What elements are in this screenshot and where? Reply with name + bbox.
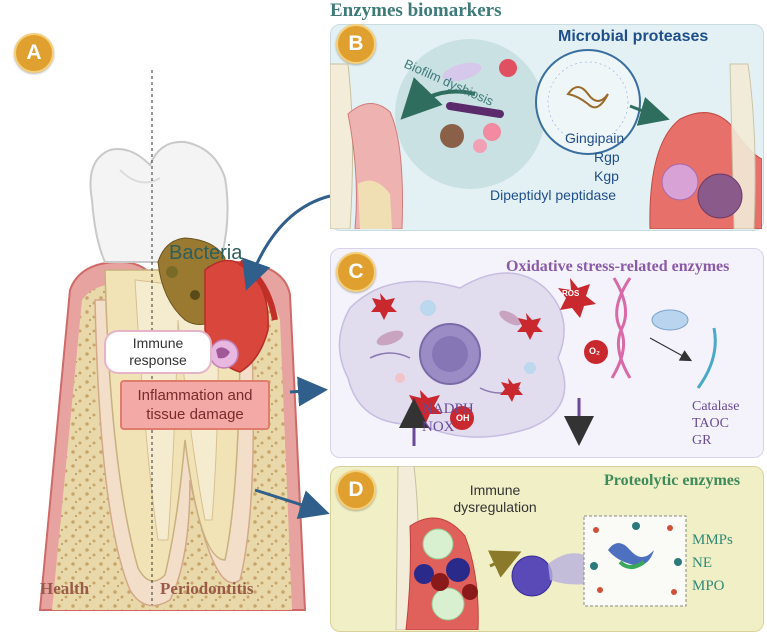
hydroxyl-label: OH	[456, 413, 470, 423]
diagram-header: Enzymes biomarkers	[330, 0, 502, 21]
ros-label: ROS	[562, 289, 580, 298]
proteolytic-illustration	[395, 466, 687, 630]
immune-response-box: Immune response	[104, 330, 212, 374]
periodontitis-label: Periodontitis	[160, 579, 254, 598]
inflammation-box: Inflammation and tissue damage	[120, 380, 270, 430]
bacteria-label: Bacteria	[169, 242, 243, 264]
biofilm-illustration	[330, 39, 762, 229]
badge-c: C	[336, 252, 376, 292]
oxidative-stress-title: Oxidative stress-related enzymes	[506, 258, 730, 275]
taoc-label: TAOC	[692, 416, 729, 431]
gingipain-label: Gingipain	[565, 130, 625, 146]
superoxide-label: O₂	[589, 346, 600, 356]
nadph-label: NADPH	[422, 401, 474, 417]
cell-illustration	[338, 272, 717, 446]
microbial-proteases-title: Microbial proteases	[558, 28, 709, 45]
catalase-label: Catalase	[692, 399, 740, 414]
health-label: Health	[40, 579, 90, 598]
mpo-label: MPO	[692, 578, 725, 594]
ne-label: NE	[692, 555, 712, 571]
kgp-label: Kgp	[594, 168, 619, 184]
badge-a: A	[14, 33, 54, 73]
mmps-label: MMPs	[692, 532, 733, 548]
rgp-label: Rgp	[594, 149, 620, 165]
badge-b: B	[336, 24, 376, 64]
dipeptidyl-peptidase-label: Dipeptidyl peptidase	[490, 187, 617, 203]
badge-d: D	[336, 470, 376, 510]
immune-dysregulation-label: Immune dysregulation	[453, 482, 537, 515]
nox-label: NOX	[422, 419, 455, 435]
gr-label: GR	[692, 433, 712, 448]
proteolytic-enzymes-title: Proteolytic enzymes	[604, 472, 741, 489]
